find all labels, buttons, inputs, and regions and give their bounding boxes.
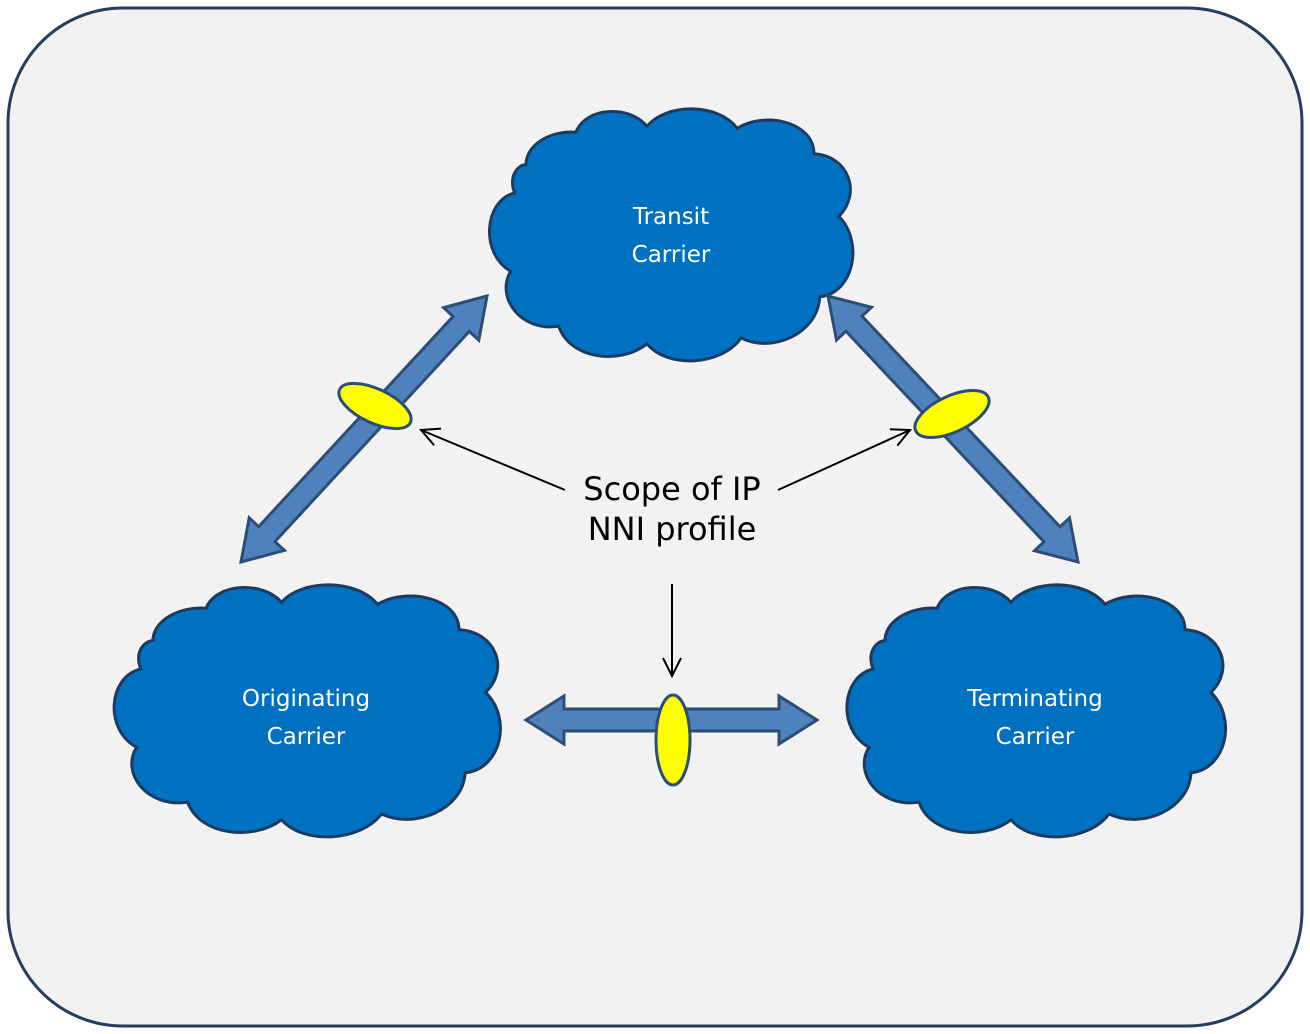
transit-carrier-cloud: Transit Carrier [488,107,855,363]
scope-label-line1: Scope of IP [583,470,760,508]
nni-marker-originating-transit [337,381,413,431]
link-arrow-originating-transit [239,293,489,565]
cloud-label-originating-line1: Originating [242,686,370,712]
terminating-carrier-cloud: Terminating Carrier [845,583,1227,839]
nni-marker-originating-terminating [654,693,692,787]
cloud-label-terminating-line2: Carrier [996,724,1075,750]
cloud-label-originating-line2: Carrier [267,724,346,750]
cloud-shape-originating [112,583,502,839]
pointer-arrow-right [777,430,910,491]
cloud-shape-terminating [845,583,1227,839]
originating-carrier-cloud: Originating Carrier [112,583,502,839]
pointer-arrow-left [421,430,566,491]
cloud-label-terminating-line1: Terminating [966,686,1102,712]
nni-marker-transit-terminating [913,389,991,439]
cloud-label-transit-line1: Transit [632,204,709,230]
scope-label-line2: NNI profile [588,510,757,548]
cloud-label-transit-line2: Carrier [632,242,711,268]
cloud-shape-transit [488,107,855,363]
